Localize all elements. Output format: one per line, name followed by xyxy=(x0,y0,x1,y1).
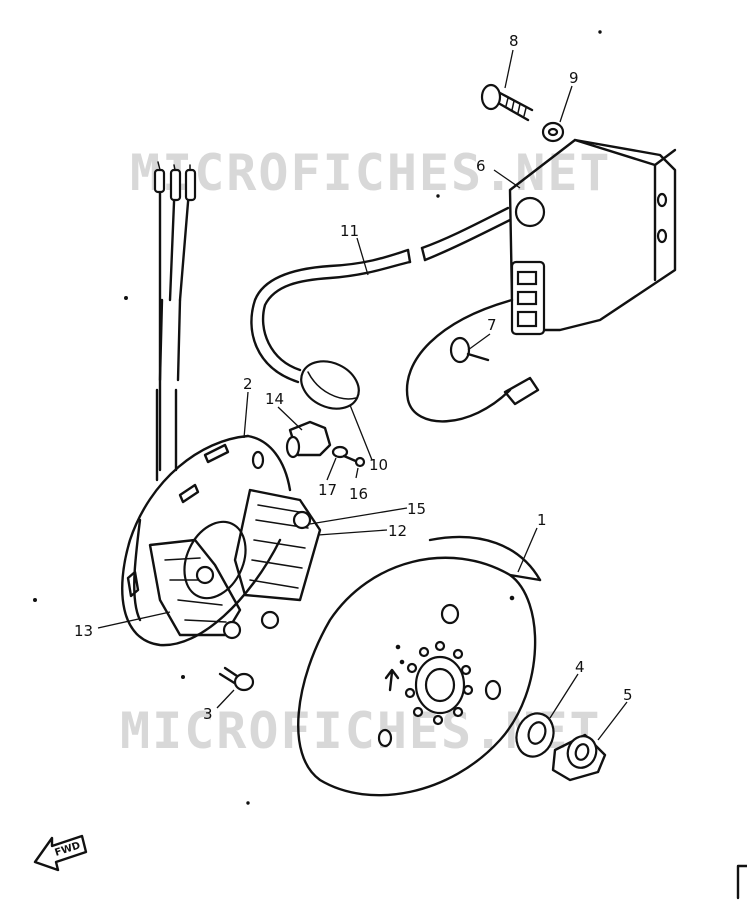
callout-11: 11 xyxy=(340,222,359,240)
callout-4: 4 xyxy=(575,658,585,676)
callout-8: 8 xyxy=(509,32,519,50)
callout-3: 3 xyxy=(203,705,213,723)
callout-13: 13 xyxy=(74,622,93,640)
callout-1: 1 xyxy=(537,511,547,529)
pickup-coil xyxy=(285,420,366,468)
leader-lines xyxy=(97,49,628,741)
watermark-top: MICROFICHES.NET xyxy=(130,144,612,202)
callout-15: 15 xyxy=(407,500,426,518)
callout-labels: 1 2 3 4 5 6 7 8 9 10 11 12 13 14 15 16 1… xyxy=(74,32,633,723)
flywheel-holes xyxy=(404,640,474,726)
washer-9 xyxy=(541,121,565,143)
stator-coils xyxy=(148,488,322,640)
fwd-arrow: FWD xyxy=(33,834,88,872)
scan-specks xyxy=(33,30,602,805)
callout-6: 6 xyxy=(476,157,486,175)
callout-12: 12 xyxy=(388,522,407,540)
stator-plate xyxy=(121,434,292,647)
callout-9: 9 xyxy=(569,69,579,87)
callout-10: 10 xyxy=(369,456,388,474)
cdi-unit xyxy=(508,138,677,336)
lock-washer-4 xyxy=(515,712,555,758)
nut-5 xyxy=(551,733,607,782)
ground-wire xyxy=(405,298,540,423)
flywheel-rotor xyxy=(297,535,542,797)
callout-2: 2 xyxy=(243,375,253,393)
wire-harness xyxy=(153,161,197,482)
corner-bracket xyxy=(736,864,747,900)
bolt-8 xyxy=(480,83,534,122)
callout-16: 16 xyxy=(349,485,368,503)
screw-3 xyxy=(218,666,255,692)
callout-14: 14 xyxy=(265,390,284,408)
callout-17: 17 xyxy=(318,481,337,499)
callout-7: 7 xyxy=(487,316,497,334)
spark-plug-lead xyxy=(250,206,512,410)
callout-5: 5 xyxy=(623,686,633,704)
